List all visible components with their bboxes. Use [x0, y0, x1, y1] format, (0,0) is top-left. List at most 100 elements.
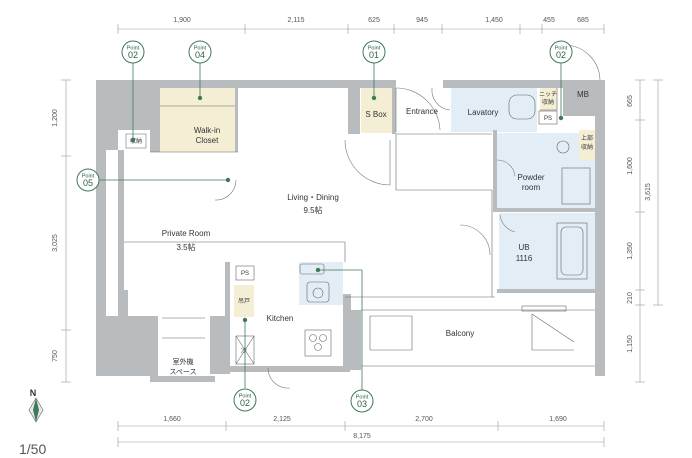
point-dot-7 — [315, 267, 321, 273]
right-dimension-line: 665 1,600 1,350 210 1,150 3,615 — [627, 79, 663, 383]
ps-kitchen-tag: PS — [241, 271, 249, 277]
bottom-dimension-line: 1,660 2,125 2,700 1,690 8,175 — [117, 416, 605, 447]
point-dot-5 — [225, 177, 231, 183]
niche-tag-2: 収納 — [542, 98, 554, 106]
entrance-label: Entrance — [406, 107, 439, 116]
ub-fill — [499, 213, 595, 289]
point-label: Point — [82, 174, 95, 180]
dim-right-1: 665 — [627, 95, 634, 107]
dim-right-2: 1,600 — [627, 157, 634, 175]
ub-label-2: 1116 — [516, 254, 533, 263]
dim-top-4: 945 — [416, 17, 428, 24]
point-label: Point — [127, 46, 140, 52]
left-dimension-line: 1,200 3,025 750 — [52, 79, 71, 383]
point-number: 01 — [369, 50, 379, 60]
outdoor-unit-label-1: 室外機 — [173, 357, 194, 366]
balcony-label: Balcony — [446, 329, 474, 338]
private-room-label-2: 3.5帖 — [176, 242, 195, 252]
point-marker-03: Point 03 — [350, 389, 374, 413]
compass-icon: N — [28, 388, 44, 423]
dim-top-2: 2,115 — [288, 17, 305, 24]
point-marker-02-top-left: Point 02 — [121, 40, 145, 64]
point-dot-6 — [242, 317, 248, 323]
pantry-fill — [234, 285, 254, 317]
private-room-label-1: Private Room — [162, 229, 211, 238]
dim-top-1: 1,900 — [173, 17, 191, 24]
kitchen-area-fill — [299, 262, 343, 305]
dim-top-3: 625 — [368, 17, 380, 24]
niche-storage-fill — [540, 88, 557, 110]
powder-room-label-2: room — [522, 183, 541, 192]
dim-bottom-total: 8,175 — [353, 433, 371, 440]
dim-right-3: 1,350 — [627, 242, 634, 260]
point-marker-02-bottom: Point 02 — [233, 388, 257, 412]
powder-room-label-1: Powder — [517, 173, 544, 182]
fridge-tag: 冷 — [241, 347, 247, 355]
room-labels: Walk-in Closet S Box Entrance Lavatory M… — [162, 90, 589, 376]
dim-bottom-3: 2,700 — [415, 416, 433, 423]
walkin-closet-fill — [160, 88, 235, 152]
storage-tag: 収納 — [130, 137, 142, 145]
point-label: Point — [356, 395, 369, 401]
dim-bottom-1: 1,660 — [163, 416, 181, 423]
dim-top-7: 685 — [577, 17, 589, 24]
room-fills — [160, 88, 595, 317]
point-dot-2 — [197, 95, 203, 101]
point-number: 03 — [357, 399, 367, 409]
dim-right-total: 3,615 — [645, 183, 652, 201]
doors — [214, 44, 601, 389]
point-marker-02-top-right: Point 02 — [549, 40, 573, 64]
upper-storage-tag-2: 収納 — [581, 143, 593, 151]
point-marker-05: Point 05 — [76, 168, 100, 192]
ub-label-1: UB — [518, 243, 529, 252]
point-dot-1 — [130, 137, 136, 143]
lavatory-label: Lavatory — [468, 108, 499, 117]
mb-label: MB — [577, 90, 589, 99]
dim-right-5: 1,150 — [627, 335, 634, 353]
point-leaders — [100, 63, 564, 390]
ps-lavatory-tag: PS — [544, 116, 552, 122]
dim-right-4: 210 — [627, 292, 634, 304]
dim-left-3: 750 — [52, 350, 59, 362]
storage-tag-box — [125, 133, 147, 149]
point-marker-01: Point 01 — [362, 40, 386, 64]
upper-storage-fill — [579, 130, 595, 160]
powder-room-fill — [497, 133, 595, 211]
point-number: 05 — [83, 178, 93, 188]
lavatory-fill — [451, 88, 537, 132]
top-dimension-line: 1,900 2,115 625 945 1,450 455 685 — [117, 17, 605, 34]
fixture-tags: 収納 PS PS ニッチ 収納 上部 収納 吊戸 冷 — [125, 91, 593, 355]
walkin-closet-label-2: Closet — [196, 136, 219, 145]
point-number: 02 — [556, 50, 566, 60]
upper-storage-tag-1: 上部 — [581, 134, 593, 142]
dim-bottom-2: 2,125 — [273, 416, 291, 423]
point-marker-04: Point 04 — [188, 40, 212, 64]
living-dining-label-1: Living・Dining — [287, 193, 339, 202]
dim-left-1: 1,200 — [52, 109, 59, 127]
living-dining-label-2: 9.5帖 — [303, 205, 322, 215]
point-label: Point — [555, 46, 568, 52]
compass-letter: N — [30, 388, 37, 398]
dim-left-2: 3,025 — [52, 234, 59, 252]
partitions — [124, 88, 595, 367]
point-number: 02 — [240, 398, 250, 408]
point-label: Point — [194, 46, 207, 52]
point-number: 02 — [128, 50, 138, 60]
dim-bottom-4: 1,690 — [549, 416, 567, 423]
niche-tag-1: ニッチ — [539, 91, 557, 98]
point-dot-3 — [371, 95, 377, 101]
outdoor-unit-label-2: スペース — [169, 368, 196, 376]
dim-top-5: 1,450 — [485, 17, 503, 24]
kitchen-label: Kitchen — [267, 314, 294, 323]
point-label: Point — [368, 46, 381, 52]
point-number: 04 — [195, 50, 205, 60]
walls — [96, 80, 605, 382]
sbox-label: S Box — [365, 110, 386, 119]
point-label: Point — [239, 394, 252, 400]
pantry-tag: 吊戸 — [238, 298, 250, 305]
dim-top-6: 455 — [543, 17, 555, 24]
scale-label: 1/50 — [19, 441, 46, 457]
sbox-fill — [361, 88, 392, 133]
point-dot-4 — [558, 115, 564, 121]
